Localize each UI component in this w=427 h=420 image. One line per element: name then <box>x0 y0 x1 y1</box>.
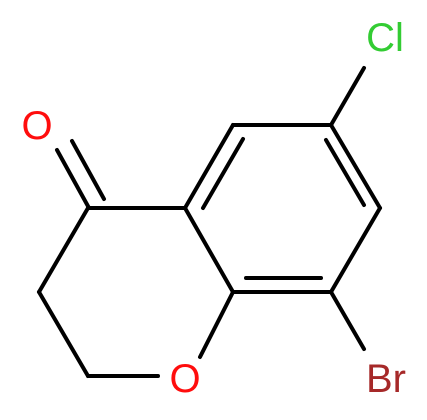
chlorine-atom-label: Cl <box>366 16 404 60</box>
bond-c4a-c5-inner <box>201 137 245 210</box>
bond-c6-cl <box>329 66 366 127</box>
bond-c6-c7 <box>329 123 382 210</box>
bond-layer <box>37 66 382 378</box>
bromine-atom-label: Br <box>366 357 406 401</box>
bond-c8-br <box>329 290 366 351</box>
carbonyl-oxygen-atom-label: O <box>21 104 52 148</box>
bond-c3-c2 <box>37 290 90 378</box>
ring-oxygen-atom-label: O <box>169 357 200 401</box>
bond-c4-o-inner <box>70 139 106 201</box>
bond-c6-c7-inner <box>324 138 366 207</box>
bond-c4-o-outer <box>55 148 91 210</box>
bond-o1-c8a <box>198 290 235 359</box>
atom-label-layer: Cl O O Br <box>21 16 406 401</box>
bond-c8a-c4a <box>183 206 235 294</box>
bond-c4a-c5 <box>183 123 235 210</box>
bond-c4-c3 <box>37 206 90 294</box>
bond-c7-c8 <box>329 206 382 294</box>
